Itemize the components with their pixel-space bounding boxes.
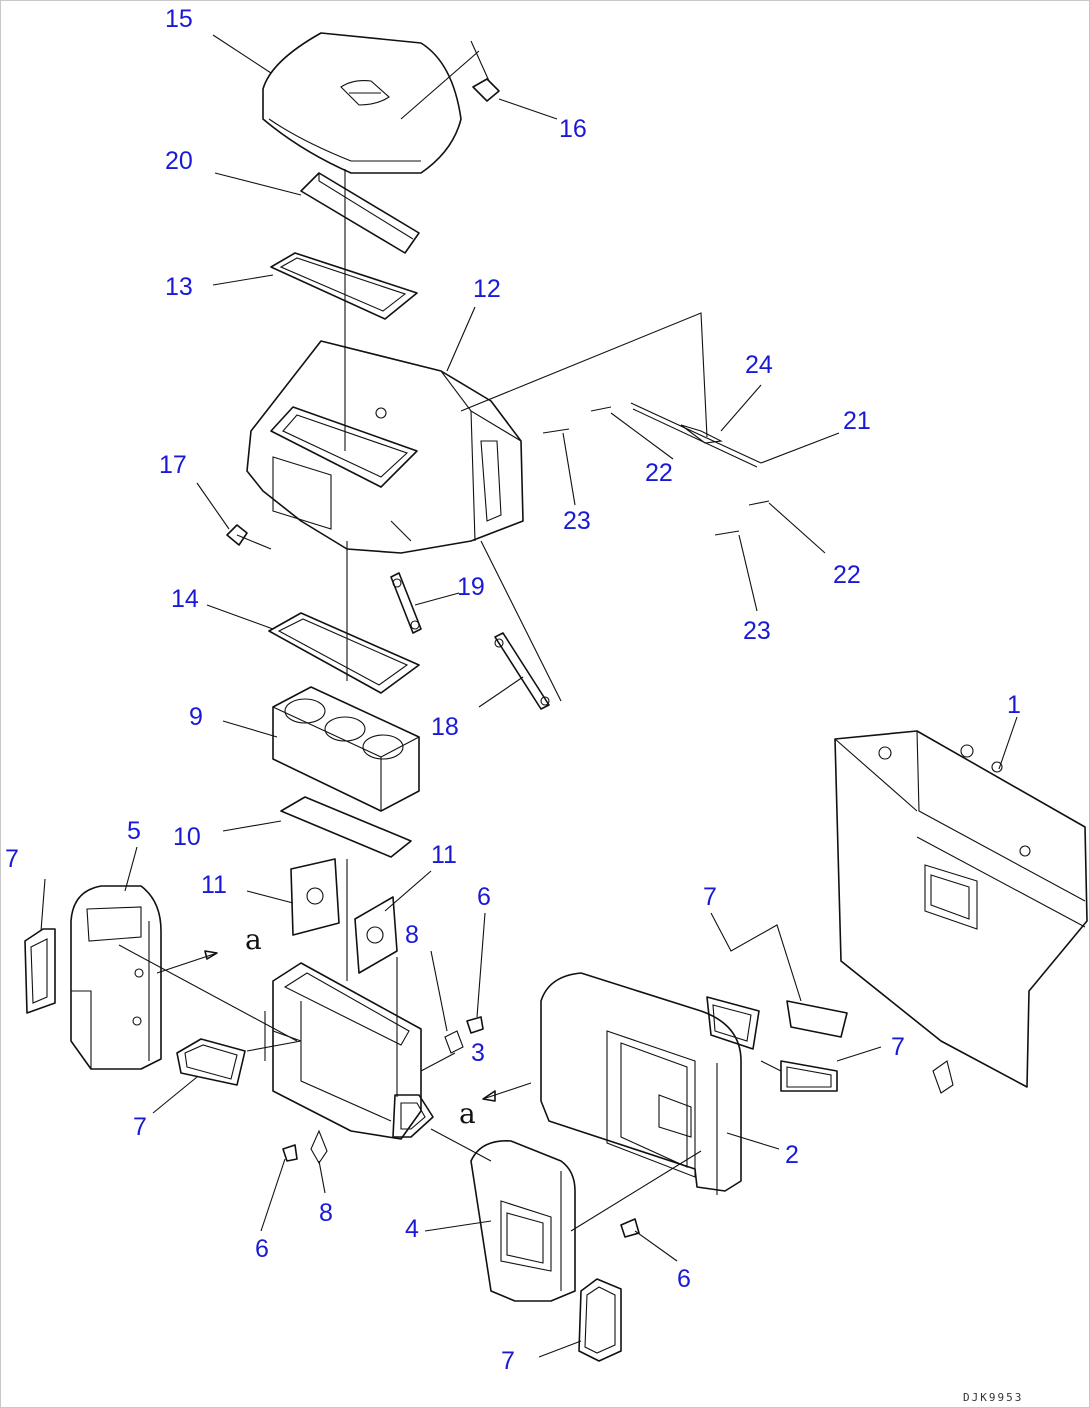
callout-23b: 23	[743, 617, 771, 645]
part-3-lower-housing	[272, 962, 434, 1140]
callout-10: 10	[173, 823, 201, 851]
part-4-bottom-duct	[470, 1140, 576, 1302]
callout-7a: 7	[5, 845, 19, 873]
part-1-main-housing	[834, 730, 1088, 1094]
part-7-gasket-bottom	[578, 1278, 622, 1362]
part-7-gasket-far-left	[24, 928, 56, 1014]
part-16-clip	[472, 78, 500, 102]
part-12-upper-housing	[246, 340, 524, 554]
part-8-bolts	[310, 1030, 464, 1165]
callout-12: 12	[473, 275, 501, 303]
reference-letter-a-right: a	[459, 1097, 476, 1130]
callout-15: 15	[165, 5, 193, 33]
callout-11b: 11	[431, 841, 457, 869]
part-7-gasket-center-left	[176, 1038, 246, 1086]
callout-24: 24	[745, 351, 773, 379]
part-14-gasket	[268, 612, 420, 694]
callout-16: 16	[559, 115, 587, 143]
callout-7c: 7	[703, 883, 717, 911]
part-24-21-seal-strip	[630, 402, 762, 468]
part-22-23-seal-pieces	[542, 406, 770, 536]
part-6-screws	[282, 1016, 640, 1238]
callout-4: 4	[405, 1215, 419, 1243]
part-13-gasket	[270, 252, 418, 320]
callout-14: 14	[171, 585, 199, 613]
callout-8a: 8	[405, 921, 419, 949]
callout-7e: 7	[501, 1347, 515, 1375]
part-20-filter	[300, 172, 420, 254]
callout-9: 9	[189, 703, 203, 731]
callout-6b: 6	[255, 1235, 269, 1263]
drawing-code: DJK9953	[963, 1391, 1023, 1404]
callout-11a: 11	[201, 871, 227, 899]
part-7-gasket-right	[780, 1060, 838, 1092]
callout-20: 20	[165, 147, 193, 175]
callout-21: 21	[843, 407, 871, 435]
part-15-top-cover	[262, 32, 462, 174]
callout-7d: 7	[891, 1033, 905, 1061]
callout-23a: 23	[563, 507, 591, 535]
callout-6a: 6	[477, 883, 491, 911]
callout-13: 13	[165, 273, 193, 301]
part-11-sheet-right	[354, 896, 398, 974]
part-10-plate	[280, 796, 412, 858]
assembly-lines	[118, 40, 782, 1232]
callout-22b: 22	[833, 561, 861, 589]
callout-2: 2	[785, 1141, 799, 1169]
callout-19: 19	[457, 573, 485, 601]
leader-lines	[40, 34, 1018, 1358]
part-18-bracket	[494, 632, 550, 710]
part-11-sheet-left	[290, 858, 340, 936]
callout-7b: 7	[133, 1113, 147, 1141]
callout-1: 1	[1007, 691, 1021, 719]
callout-6c: 6	[677, 1265, 691, 1293]
callout-22a: 22	[645, 459, 673, 487]
part-19-bracket	[390, 572, 422, 634]
reference-arrow-right	[482, 1082, 532, 1102]
callout-8b: 8	[319, 1199, 333, 1227]
part-7-gasket-upper-right	[706, 996, 848, 1050]
part-2-duct-panel	[540, 972, 742, 1195]
callout-5: 5	[127, 817, 141, 845]
reference-arrow-left	[156, 950, 218, 974]
callout-3: 3	[471, 1039, 485, 1067]
part-17-bolt	[226, 524, 248, 546]
callout-labels: 1 2 3 4 5 6 6 6 7 7 7 7 7 8 8 9 10 11 11…	[5, 5, 1021, 1375]
callout-17: 17	[159, 451, 187, 479]
part-5-left-duct	[70, 885, 162, 1070]
reference-letter-a-left: a	[245, 923, 262, 956]
part-9-filter-block	[272, 686, 420, 812]
callout-18: 18	[431, 713, 459, 741]
